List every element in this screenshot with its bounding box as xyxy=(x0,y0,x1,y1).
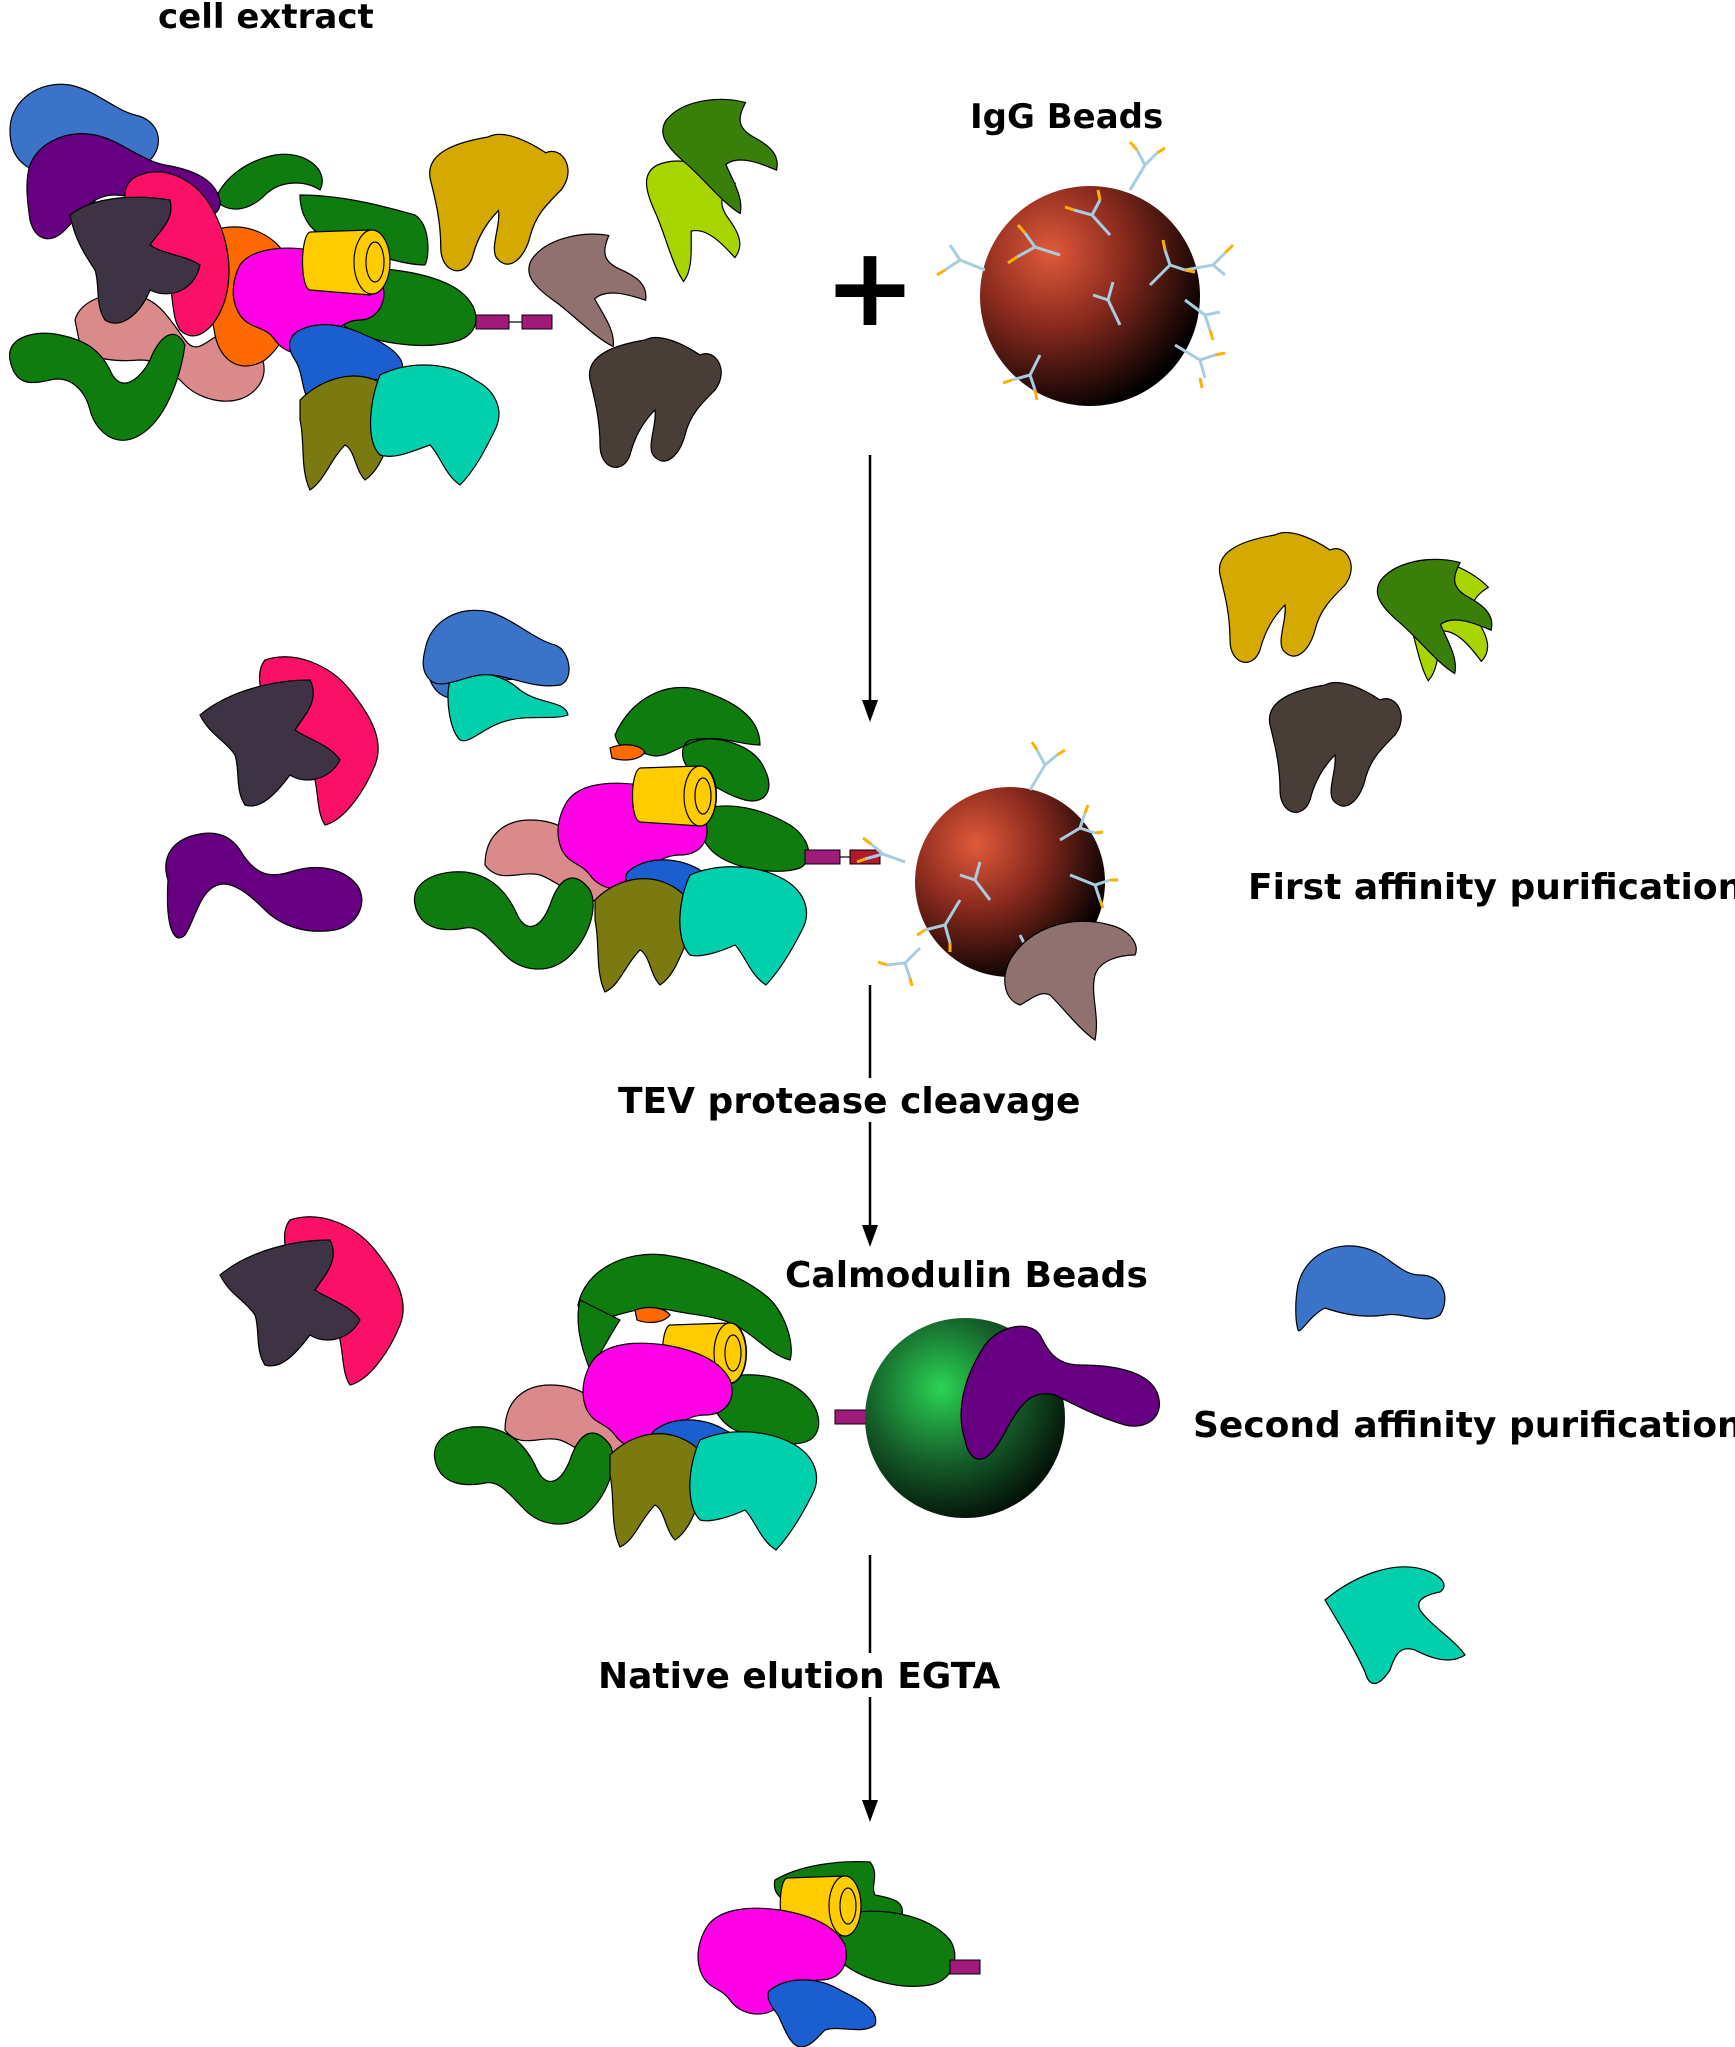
tag-protein-a xyxy=(521,314,553,330)
cell-extract-mixture xyxy=(9,83,782,491)
protein-taupe-bound xyxy=(1004,920,1137,1041)
protein-dark-slate xyxy=(69,196,201,324)
igg-bead-top xyxy=(936,141,1235,406)
tap-tag xyxy=(475,314,553,330)
first-affinity-label: First affinity purification xyxy=(1248,867,1735,908)
first-unbound-proteins xyxy=(1218,531,1516,813)
second-unbound-proteins xyxy=(1295,1245,1466,1684)
second-bound-complex xyxy=(433,1253,868,1551)
second-washed-proteins xyxy=(219,1216,404,1386)
arrow-1 xyxy=(862,455,878,722)
antibody-tips xyxy=(936,141,1235,401)
protein-dark-brown xyxy=(588,336,722,468)
cell-extract-label: cell extract xyxy=(158,0,374,37)
plus-sign: + xyxy=(824,223,916,351)
native-elution-label: Native elution EGTA xyxy=(598,1656,1000,1697)
calmodulin-bead xyxy=(865,1318,1160,1518)
antibody-glyphs xyxy=(944,149,1227,391)
igg-beads-label: IgG Beads xyxy=(970,97,1163,137)
protein-yellow-cylinder-end-inner xyxy=(365,241,385,283)
igg-bead-sphere xyxy=(980,186,1200,406)
igg-bead-bound xyxy=(856,741,1137,1041)
tev-cleavage-label: TEV protease cleavage xyxy=(618,1081,1080,1122)
protein-teal-large xyxy=(370,364,500,486)
first-bound-complex xyxy=(413,686,881,993)
first-washed-proteins xyxy=(165,609,570,939)
protein-purple-bound xyxy=(960,1325,1160,1460)
protein-lime xyxy=(617,148,763,297)
protein-taupe xyxy=(523,224,655,360)
calmodulin-beads-label: Calmodulin Beads xyxy=(785,1255,1148,1296)
second-affinity-label: Second affinity purification xyxy=(1193,1405,1735,1446)
eluted-complex xyxy=(697,1861,981,2047)
protein-green-loop xyxy=(9,332,186,441)
tag-cbp xyxy=(475,314,510,330)
